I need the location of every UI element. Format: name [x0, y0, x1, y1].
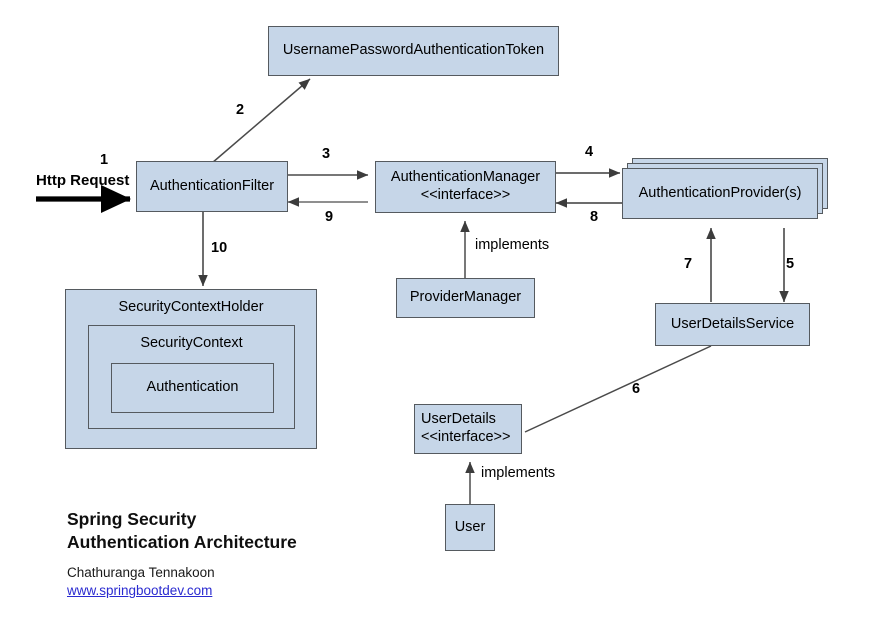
label-step-1: 1 [100, 152, 109, 168]
label-step-5: 5 [786, 256, 795, 272]
label-http-request: Http Request [36, 172, 130, 189]
label-step-2: 2 [236, 102, 245, 118]
title-line-2: Authentication Architecture [67, 532, 297, 553]
connector-step-2 [211, 78, 311, 164]
label-step-7: 7 [684, 256, 693, 272]
label-step-4: 4 [585, 144, 594, 160]
label-step-9: 9 [325, 209, 334, 225]
author-name: Chathuranga Tennakoon [67, 565, 215, 581]
label-implements-provider-manager: implements [475, 237, 550, 253]
label-step-3: 3 [322, 146, 331, 162]
label-implements-user: implements [481, 465, 556, 481]
node-user-details[interactable]: UserDetails <<interface>> [414, 404, 522, 454]
node-username-password-authentication-token[interactable]: UsernamePasswordAuthenticationToken [268, 26, 559, 76]
node-authentication-manager[interactable]: AuthenticationManager <<interface>> [375, 161, 556, 213]
node-user-details-service[interactable]: UserDetailsService [655, 303, 810, 346]
title-block: Spring Security Authentication Architect… [67, 508, 297, 601]
node-authentication-filter[interactable]: AuthenticationFilter [136, 161, 288, 212]
node-provider-manager[interactable]: ProviderManager [396, 278, 535, 318]
website-link[interactable]: www.springbootdev.com [67, 583, 213, 599]
title-line-1: Spring Security [67, 509, 197, 529]
node-authentication[interactable]: Authentication [111, 363, 274, 413]
label-step-6: 6 [632, 381, 641, 397]
label-step-8: 8 [590, 209, 599, 225]
connector-step-6 [524, 345, 712, 433]
node-user[interactable]: User [445, 504, 495, 551]
label-step-10: 10 [211, 240, 228, 256]
node-authentication-provider[interactable]: AuthenticationProvider(s) [622, 168, 818, 219]
